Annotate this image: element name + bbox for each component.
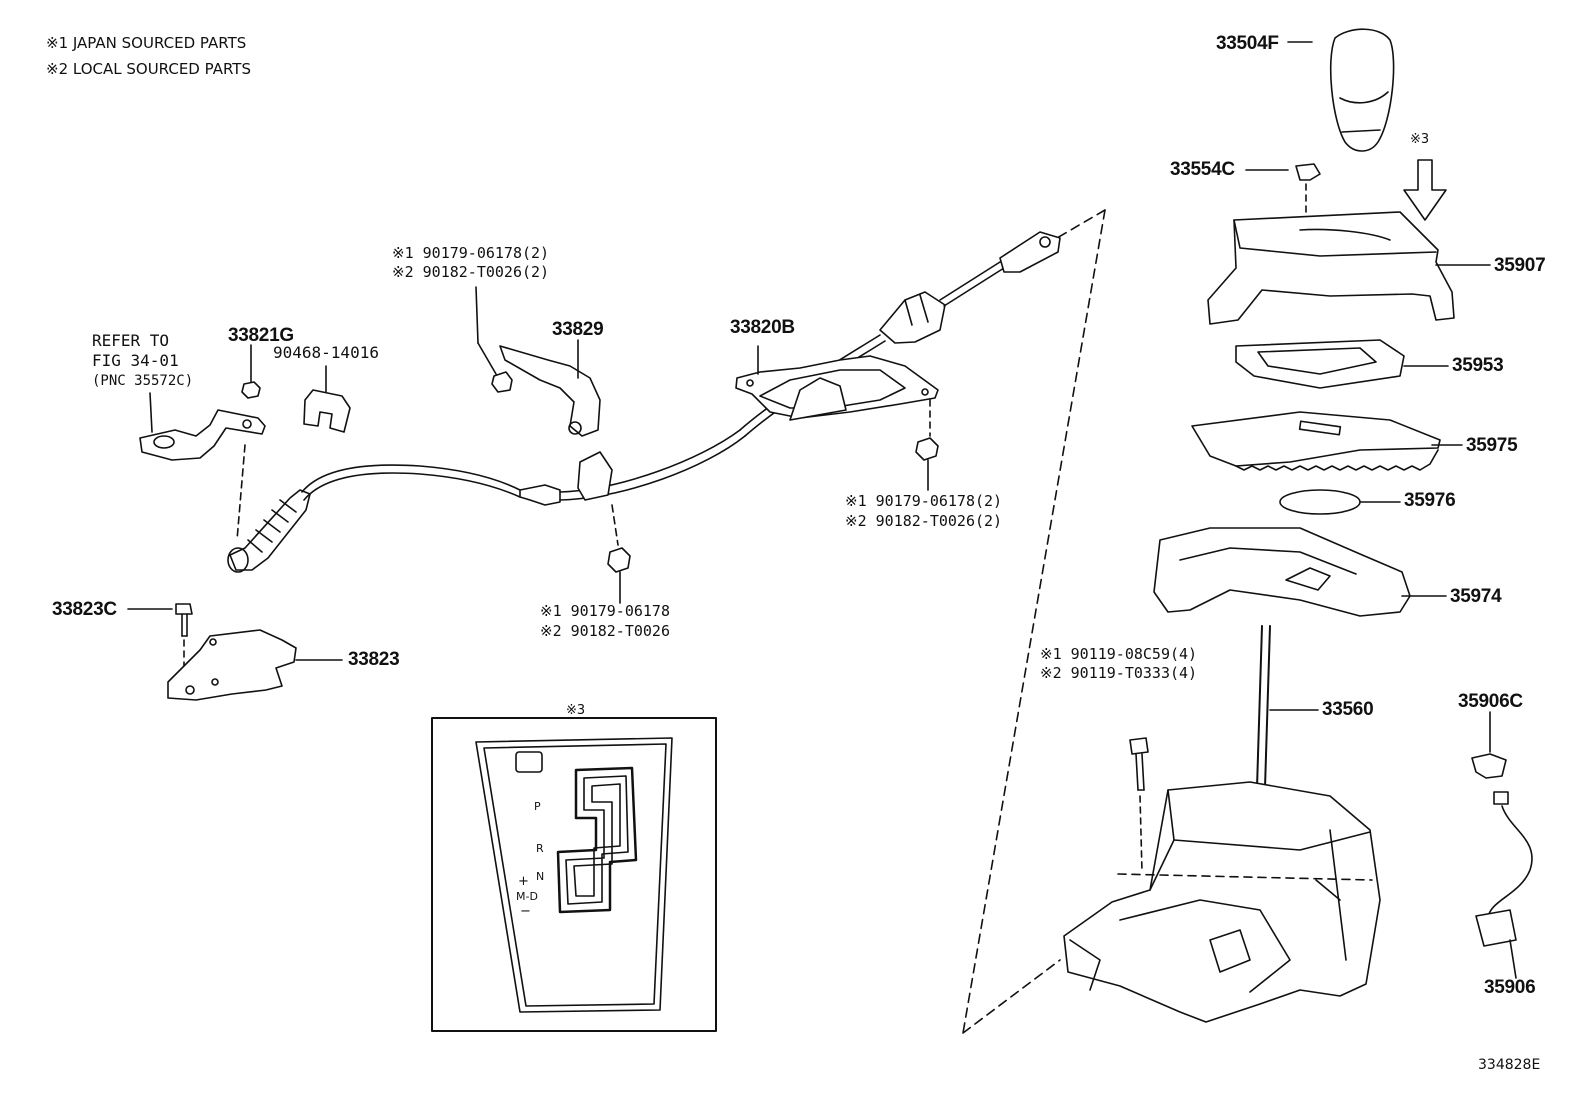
clip-35906c [1472,712,1506,778]
note-japan-sourced: ※1 JAPAN SOURCED PARTS [46,34,247,52]
refer-line-1: REFER TO [92,331,170,350]
nut-right-japan[interactable]: ※1 90179-06178(2) [845,492,1003,510]
nut-top-local[interactable]: ※2 90182-T0026(2) [392,263,550,281]
cover-35974 [1154,528,1446,616]
figure-id: 334828E [1478,1057,1541,1073]
nut-right [916,438,938,490]
part-label-35906[interactable]: 35906 [1484,977,1536,998]
part-label-33504f[interactable]: 33504F [1216,33,1279,54]
view-arrow [1404,160,1446,220]
plate-33820b [736,346,938,436]
shift-gate-panel [476,738,672,1012]
nut-bottom-local[interactable]: ※2 90182-T0026 [540,622,670,640]
dashed-lead-top [1045,210,1105,245]
nut-33821g [242,345,260,398]
gate-label-md: M-D [516,890,538,903]
clip-90468 [304,366,350,432]
harness-35906 [1476,792,1532,978]
dashed-assembly-outline [963,210,1105,1033]
arrow-mark-3: ※3 [1410,132,1430,147]
inset-frame [432,718,716,1031]
cable-bracket [578,452,618,545]
part-label-33823[interactable]: 33823 [348,649,400,670]
part-label-33823c[interactable]: 33823C [52,599,117,620]
part-label-35953[interactable]: 35953 [1452,355,1504,376]
inset-title: ※3 [566,703,586,718]
part-label-33820b[interactable]: 33820B [730,317,795,338]
gate-label-plus: + [518,874,529,889]
gate-label-p: P [534,800,541,813]
part-label-35976[interactable]: 35976 [1404,490,1456,511]
nut-right-local[interactable]: ※2 90182-T0026(2) [845,512,1003,530]
nut-bottom-japan[interactable]: ※1 90179-06178 [540,602,670,620]
gate-label-n: N [536,870,545,883]
dashed-link-to-cable [237,445,245,540]
part-label-35974[interactable]: 35974 [1450,586,1502,607]
bolt-local[interactable]: ※2 90119-T0333(4) [1040,664,1198,682]
part-label-33554c[interactable]: 33554C [1170,159,1235,180]
shift-lever-link [140,393,265,460]
shift-knob-33504f [1288,29,1394,151]
nut-top-japan[interactable]: ※1 90179-06178(2) [392,244,550,262]
dust-cover-35975 [1192,412,1462,470]
bolt-japan[interactable]: ※1 90119-08C59(4) [1040,645,1198,663]
part-label-35975[interactable]: 35975 [1466,435,1518,456]
dashed-lead-bottom [963,960,1060,1033]
plate-35976 [1280,490,1400,514]
part-label-35906c[interactable]: 35906C [1458,691,1523,712]
bracket-33829 [500,340,600,436]
gate-label-minus: − [520,904,531,919]
part-label-33560[interactable]: 33560 [1322,699,1374,720]
shift-base [1064,782,1380,1022]
bracket-33823 [168,630,342,700]
housing-35907 [1208,212,1490,324]
gate-label-r: R [536,842,544,855]
note-local-sourced: ※2 LOCAL SOURCED PARTS [46,60,251,78]
shift-cable [228,232,1060,572]
nut-top [476,287,512,392]
part-label-90468-14016[interactable]: 90468-14016 [273,343,379,362]
part-label-33829[interactable]: 33829 [552,319,604,340]
plate-35953 [1236,340,1448,388]
nut-bottom [608,548,630,603]
refer-line-3: (PNC 35572C) [92,373,194,389]
part-label-33821g[interactable]: 33821G [228,325,294,346]
part-label-35907[interactable]: 35907 [1494,255,1546,276]
refer-line-2: FIG 34-01 [92,351,179,370]
bolt-90119 [1130,738,1148,872]
